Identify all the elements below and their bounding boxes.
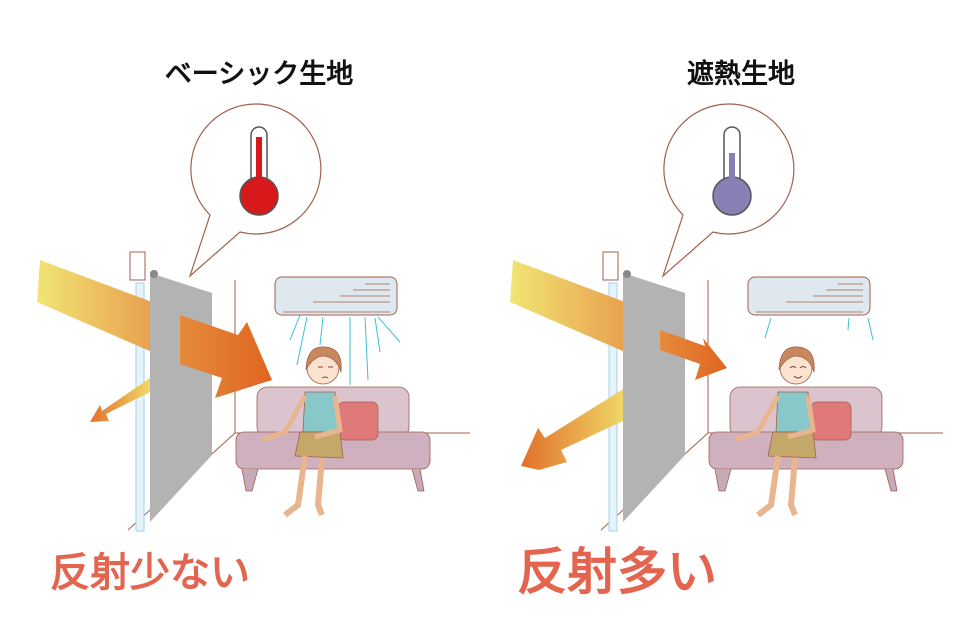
panel-basic bbox=[37, 103, 470, 532]
thermometer-level bbox=[729, 153, 735, 190]
roller-blind bbox=[623, 273, 685, 522]
low-reflection-label: 反射少ない bbox=[50, 550, 250, 596]
air-conditioner bbox=[747, 276, 871, 316]
basic-fabric-title: ベーシック生地 bbox=[164, 59, 354, 90]
woman bbox=[734, 346, 817, 518]
woman-top bbox=[302, 391, 339, 433]
woman-arms bbox=[261, 394, 343, 443]
window-glass bbox=[135, 282, 145, 532]
incoming-sunlight-arrow bbox=[510, 260, 625, 352]
woman bbox=[261, 346, 344, 518]
window-frame-top bbox=[129, 251, 146, 281]
thermometer-level bbox=[256, 137, 262, 190]
blind-roller-cap bbox=[623, 270, 631, 278]
thermometer-icon bbox=[239, 126, 279, 216]
sofa-legs bbox=[241, 468, 425, 492]
sofa-legs bbox=[714, 468, 898, 492]
air-conditioner-vents bbox=[756, 283, 863, 313]
woman-hair bbox=[778, 346, 815, 373]
cool-air-lines bbox=[289, 314, 401, 385]
transmitted-heat-arrow bbox=[660, 330, 727, 380]
air-conditioner bbox=[274, 276, 398, 316]
air-conditioner-vents bbox=[283, 283, 390, 313]
transmitted-heat-arrow bbox=[180, 315, 272, 398]
blind-roller-cap bbox=[150, 270, 158, 278]
woman-arms bbox=[734, 394, 816, 443]
woman-expression bbox=[789, 366, 807, 379]
reflected-heat-arrow bbox=[521, 388, 625, 470]
sofa-cushion bbox=[337, 401, 379, 441]
woman-legs bbox=[756, 455, 798, 518]
woman-hair bbox=[305, 346, 342, 373]
woman-legs bbox=[283, 455, 325, 518]
incoming-sunlight-arrow bbox=[37, 260, 152, 352]
thermometer-icon bbox=[712, 126, 752, 216]
reflected-heat-arrow bbox=[90, 378, 150, 422]
window-frame-top bbox=[602, 251, 619, 281]
woman-expression bbox=[318, 366, 333, 379]
woman-top bbox=[775, 391, 812, 433]
cool-air-lines bbox=[764, 317, 874, 341]
sofa-cushion bbox=[810, 401, 852, 441]
heat-shield-fabric-title: 遮熱生地 bbox=[687, 59, 795, 90]
panel-heat-shield bbox=[510, 103, 943, 532]
roller-blind bbox=[150, 273, 212, 522]
high-reflection-label: 反射多い bbox=[517, 543, 717, 601]
